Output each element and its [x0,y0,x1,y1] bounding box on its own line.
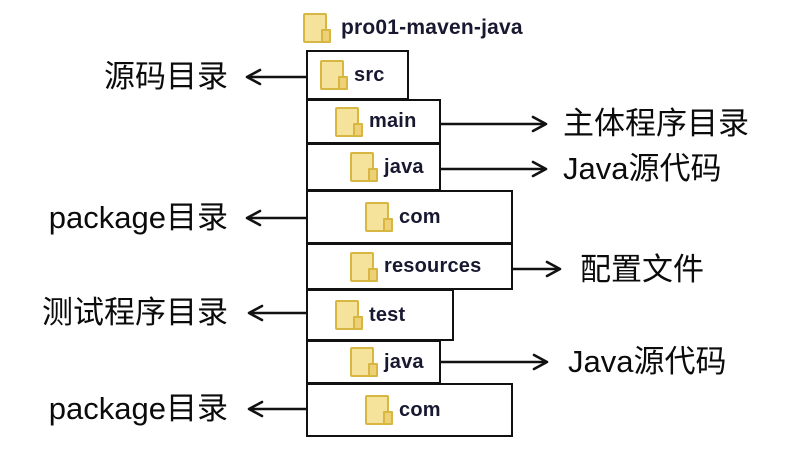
node-box-main: main [306,99,441,144]
folder-icon [320,60,348,90]
arrow-left-src [245,68,308,86]
annotation-com-test: package目录 [48,391,228,426]
node-box-java-main: java [306,143,441,191]
node-box-java-test: java [306,340,441,384]
annotation-java-test: Java源代码 [568,344,727,379]
folder-icon [350,347,378,377]
node-label: resources [384,255,482,277]
node-box-com-test: com [306,383,513,437]
annotation-java-main: Java源代码 [563,151,722,186]
node-box-resources: resources [306,243,513,290]
annotation-test: 测试程序目录 [42,295,228,330]
arrow-right-java-test [439,353,549,371]
root-node-label: pro01-maven-java [341,16,523,39]
folder-icon [303,13,331,43]
node-box-com-main: com [306,190,513,244]
arrow-right-main [439,115,548,133]
annotation-src: 源码目录 [104,59,228,94]
arrow-left-com-test [247,400,308,418]
folder-icon [350,251,378,282]
node-label: test [369,303,406,326]
folder-icon [335,106,363,137]
folder-icon [365,395,393,425]
arrow-left-test [247,304,308,322]
arrow-right-java-main [439,160,548,178]
folder-icon [350,152,378,182]
folder-icon [365,202,393,232]
node-box-test: test [306,289,454,341]
annotation-resources: 配置文件 [580,252,704,287]
node-label: java [384,350,424,373]
node-label: src [354,63,385,86]
node-box-src: src [306,50,409,100]
folder-icon [335,300,363,330]
node-label: com [399,205,441,228]
root-node: pro01-maven-java [303,11,523,45]
node-label: main [369,110,417,132]
node-label: com [399,398,441,421]
annotation-com-main: package目录 [48,200,228,235]
arrow-right-resources [511,260,562,278]
node-label: java [384,155,424,178]
annotation-main: 主体程序目录 [563,106,749,141]
arrow-left-com-main [245,209,308,227]
